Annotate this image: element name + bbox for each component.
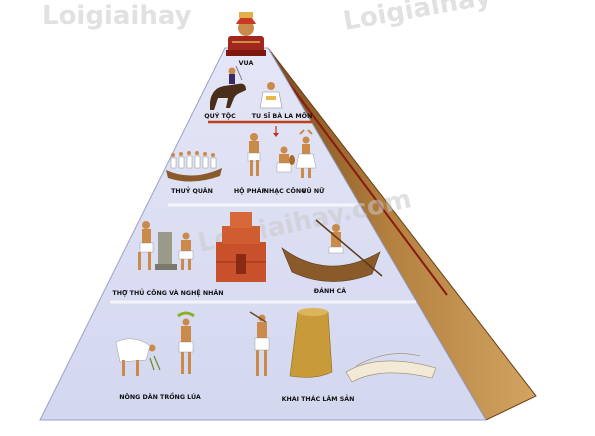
watermark-top-left: Loigiaihay — [42, 1, 192, 31]
tree-stump-figure — [289, 308, 333, 378]
musician-figure — [276, 146, 295, 173]
guard-figure — [247, 133, 261, 176]
label-forestry: KHAI THÁC LÂM SẢN — [282, 393, 355, 403]
rice-farmer-figure — [115, 338, 161, 376]
label-priests: TU SĨ BÀ LA MÔN — [252, 111, 313, 120]
dancer-figure — [295, 129, 317, 178]
navy-boat-figure — [166, 151, 222, 182]
down-arrow-icon — [273, 126, 279, 137]
cham-temple-figure — [216, 212, 266, 282]
label-fishing: ĐÁNH CÁ — [314, 286, 347, 295]
label-guards: HỘ PHÁP — [234, 186, 267, 195]
label-navy: THUỶ QUÂN — [171, 185, 213, 195]
watermark-top-right: Loigiaihay — [341, 0, 494, 37]
fishing-boat-figure — [281, 219, 383, 282]
woodcutter-figure — [249, 311, 270, 376]
label-artisans: THỢ THỦ CÔNG VÀ NGHỆ NHÂN — [112, 287, 223, 297]
label-rice-farmers: NÔNG DÂN TRỒNG LÚA — [119, 391, 201, 401]
king-figure — [226, 12, 266, 56]
label-king: VUA — [239, 60, 254, 67]
label-dancers: VŨ NỮ — [302, 186, 325, 195]
label-nobility: QUÝ TỘC — [204, 111, 236, 120]
artisan-figure — [138, 221, 154, 270]
stone-carving-figure — [155, 232, 177, 270]
label-musicians: NHẠC CÔNG — [264, 186, 307, 195]
rice-carrier-figure — [177, 311, 195, 374]
nobility-horseman-figure — [210, 65, 246, 110]
pyramid-edge-stripe — [275, 65, 448, 296]
sculptor-figure — [178, 232, 194, 270]
priest-figure — [259, 82, 283, 109]
logs-pile-figure — [345, 353, 437, 383]
